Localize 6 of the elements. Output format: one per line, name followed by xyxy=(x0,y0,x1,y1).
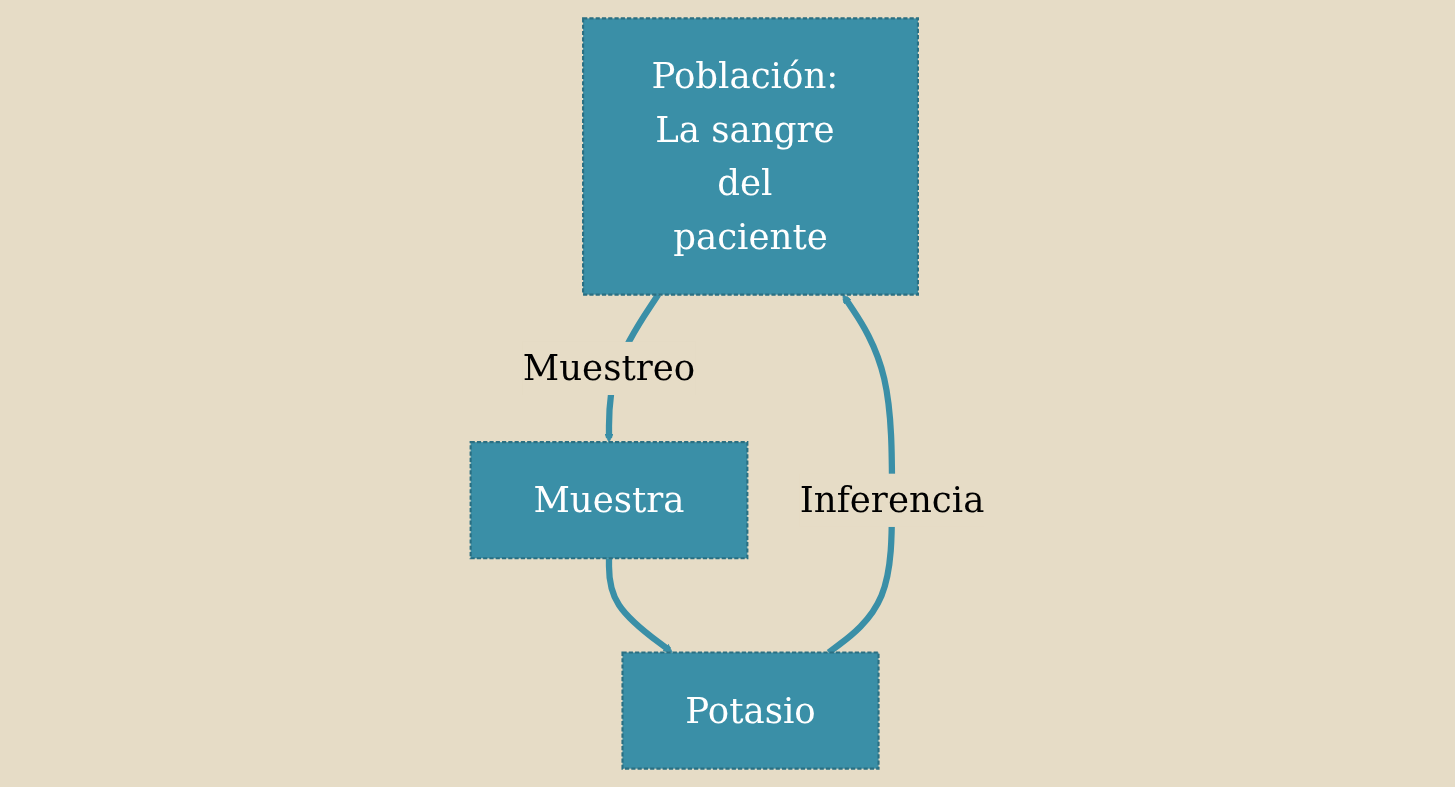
node-box: Potasio xyxy=(621,651,880,770)
arrow xyxy=(605,558,673,653)
edge-label: Muestreo xyxy=(522,346,696,389)
edge-label: Inferencia xyxy=(799,478,985,521)
node-box: Población: La sangre del paciente xyxy=(582,17,919,296)
node-box: Muestra xyxy=(469,441,749,560)
